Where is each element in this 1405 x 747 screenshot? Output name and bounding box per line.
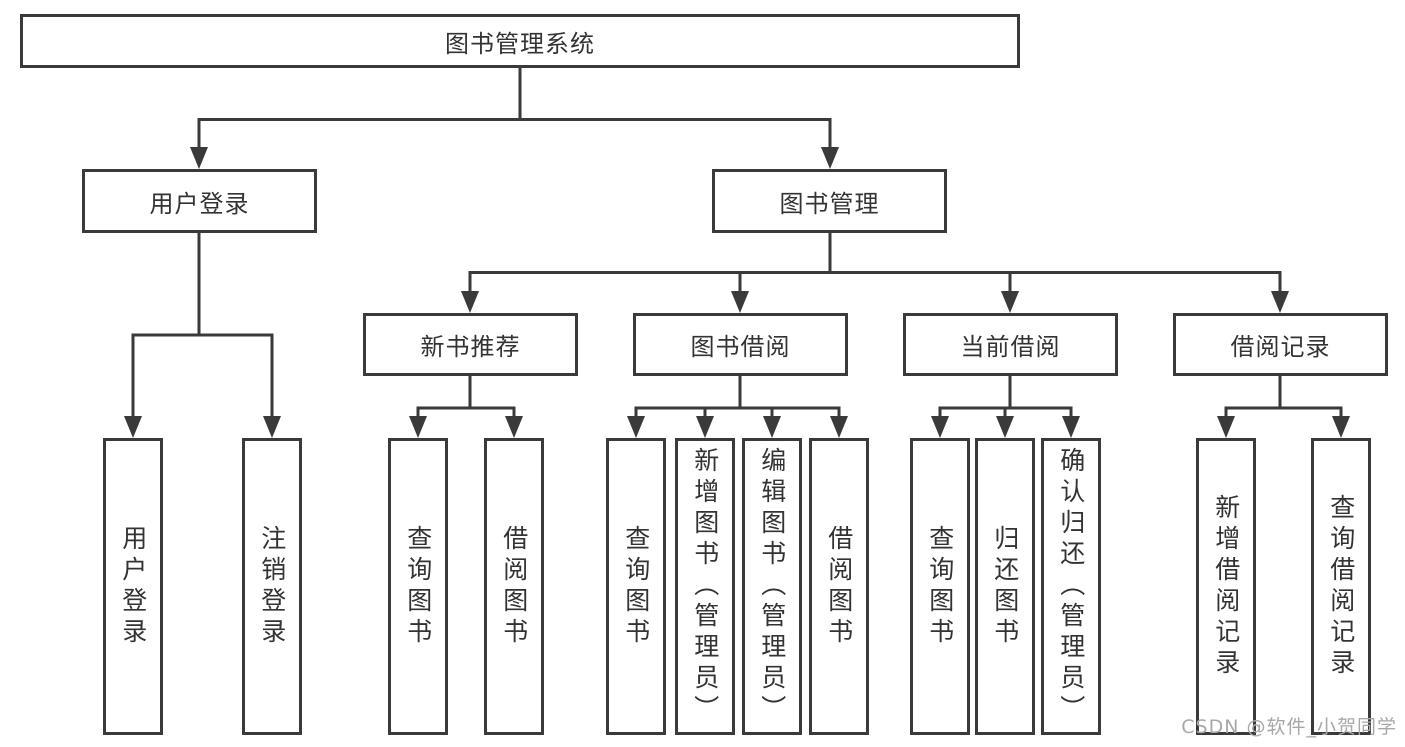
node-root-system: 图书管理系统 xyxy=(20,14,1020,68)
leaf-logout-login: 注销登录 xyxy=(242,438,302,735)
node-book-borrowing: 图书借阅 xyxy=(633,313,848,376)
leaf-newrec-query-books: 查询图书 xyxy=(388,438,448,735)
leaf-newrec-borrow-books: 借阅图书 xyxy=(484,438,544,735)
leaf-borrowing-add-books-admin: 新增图书（管理员） xyxy=(675,438,735,735)
leaf-records-query-borrow-record: 查询借阅记录 xyxy=(1311,438,1371,735)
csdn-watermark: CSDN @软件_小贺同学 xyxy=(1181,716,1397,738)
leaf-user-login: 用户登录 xyxy=(103,438,163,735)
node-current-borrowing: 当前借阅 xyxy=(903,313,1118,376)
leaf-borrowing-borrow-books: 借阅图书 xyxy=(809,438,869,735)
leaf-current-return-books: 归还图书 xyxy=(975,438,1035,735)
leaf-current-confirm-return-admin: 确认归还（管理员） xyxy=(1041,438,1101,735)
arrow-down-icons xyxy=(124,147,1350,438)
node-new-book-recommend: 新书推荐 xyxy=(363,313,578,376)
leaf-records-add-borrow-record: 新增借阅记录 xyxy=(1196,438,1256,735)
node-borrowing-records: 借阅记录 xyxy=(1173,313,1388,376)
connector-segments xyxy=(131,68,1343,416)
leaf-borrowing-query-books: 查询图书 xyxy=(606,438,666,735)
node-user-login: 用户登录 xyxy=(82,169,317,233)
leaf-current-query-books: 查询图书 xyxy=(910,438,970,735)
node-book-management: 图书管理 xyxy=(712,169,947,233)
leaf-borrowing-edit-books-admin: 编辑图书（管理员） xyxy=(742,438,802,735)
